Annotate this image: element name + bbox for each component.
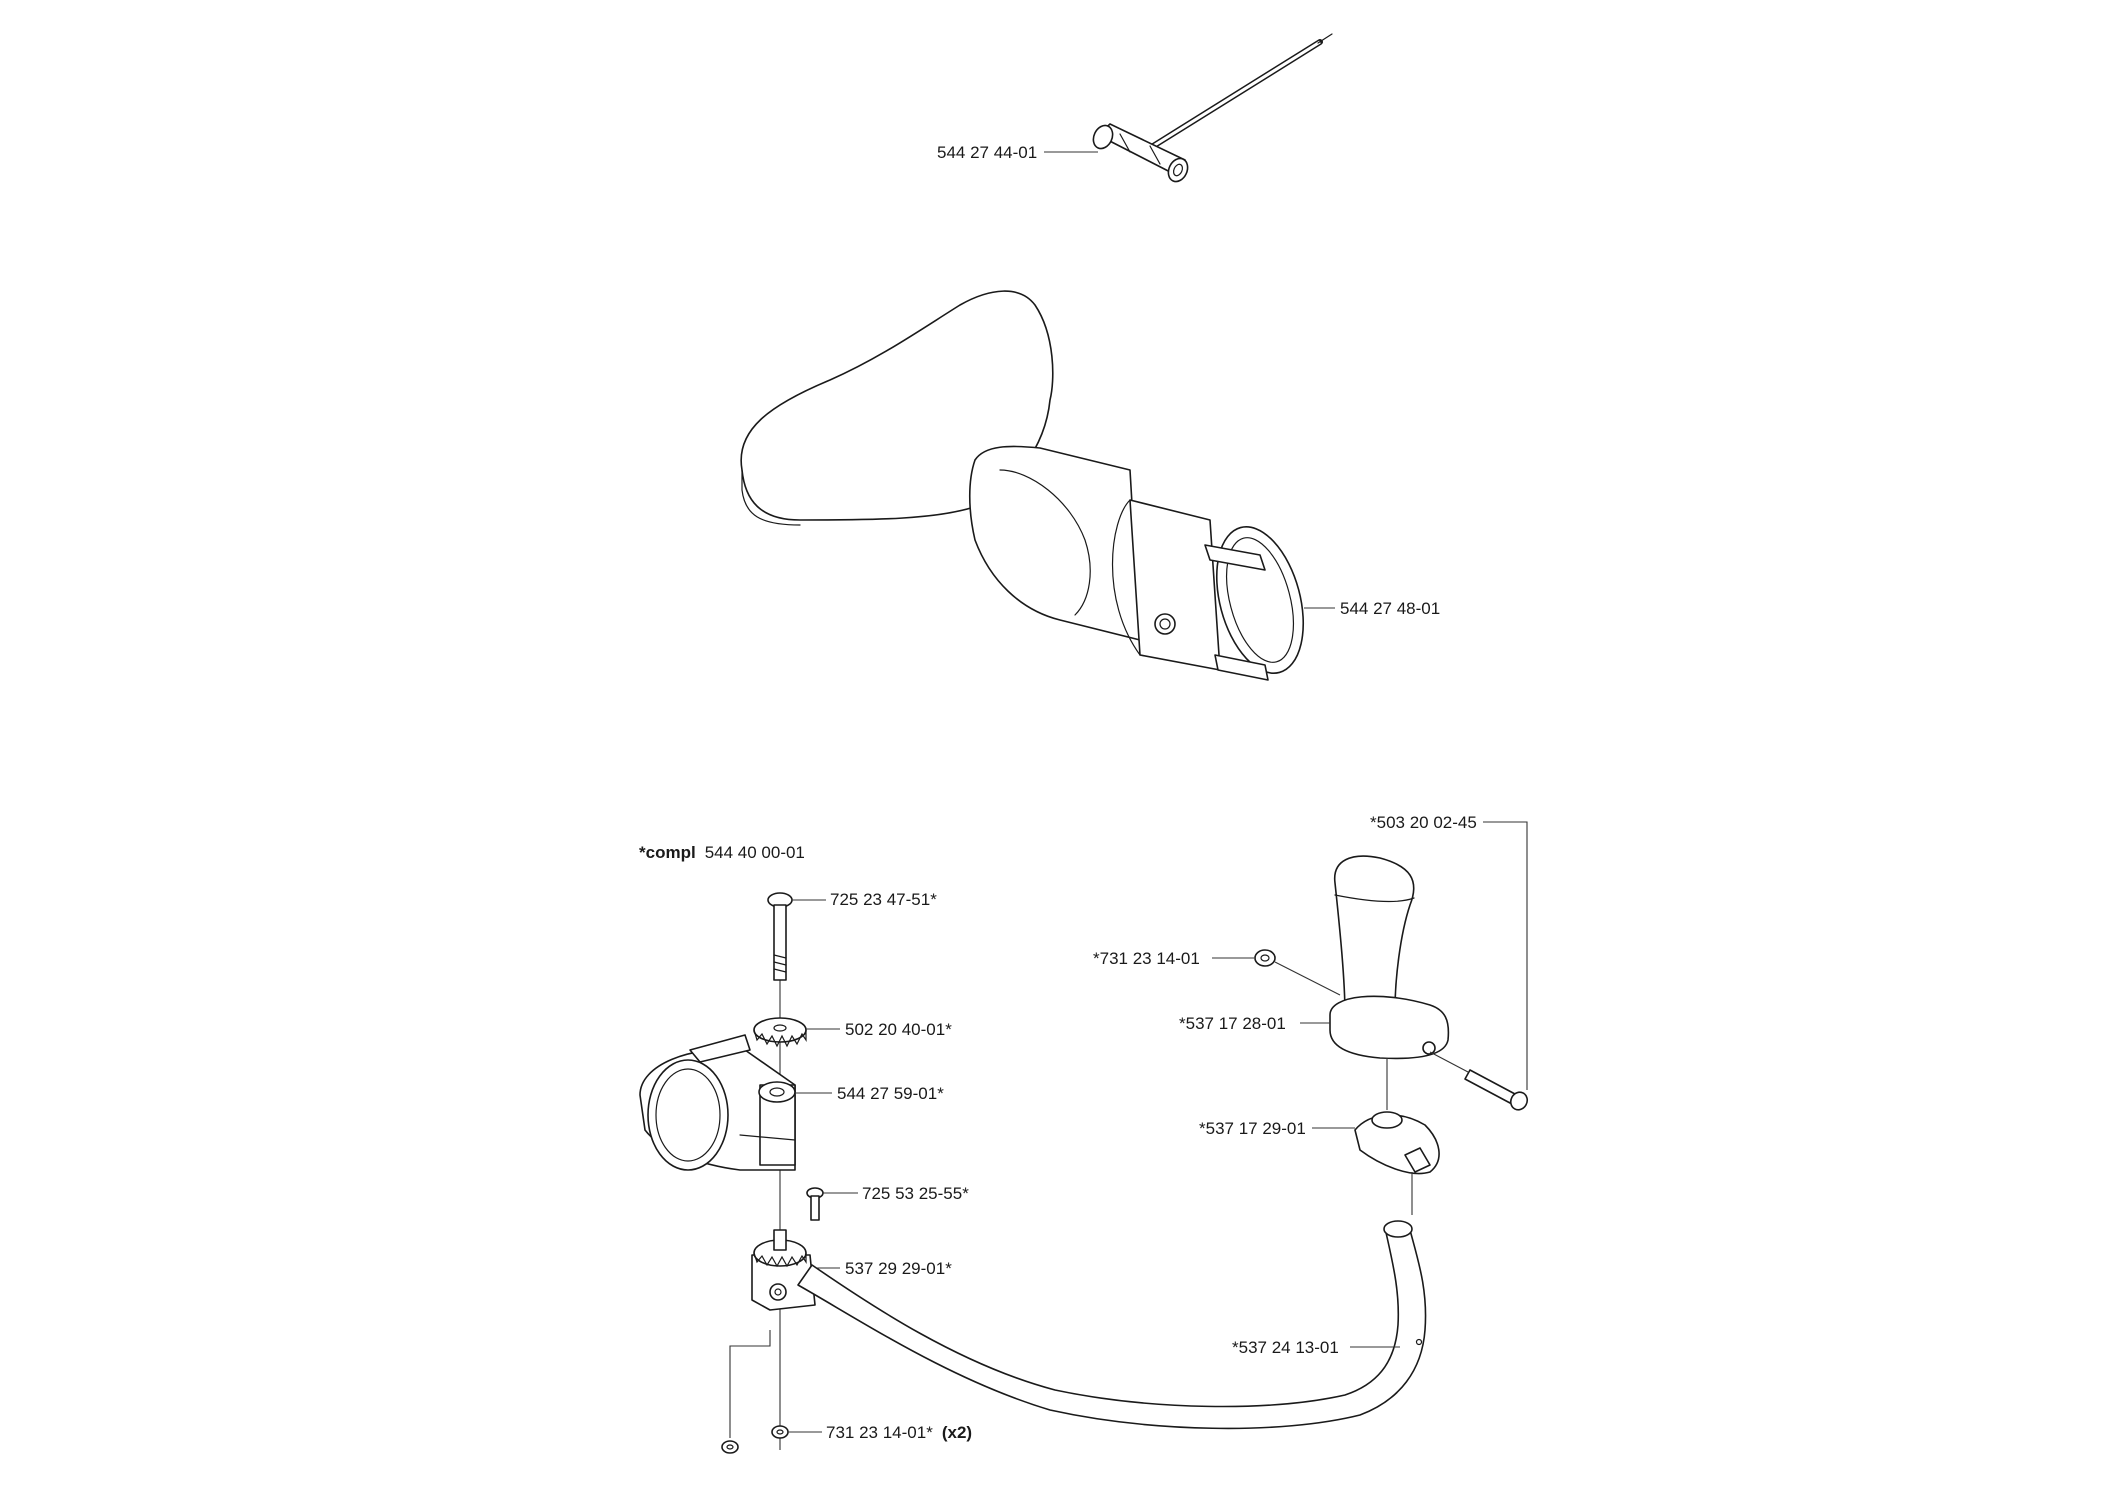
label-grip-clamp: *537 17 29-01	[1199, 1119, 1306, 1138]
label-handle-bar: *537 24 13-01	[1232, 1338, 1339, 1357]
nut-bottom-left-part	[721, 1440, 739, 1454]
deflector-part	[740, 290, 1305, 681]
grip-part	[1334, 855, 1415, 1016]
label-deflector: 544 27 48-01	[1340, 599, 1440, 618]
bracket-part	[751, 1229, 816, 1311]
label-small-screw: 725 53 25-55*	[862, 1184, 969, 1203]
label-bracket: 537 29 29-01*	[845, 1259, 952, 1278]
kit-prefix: *compl	[639, 843, 696, 862]
nut-bottom-label: 731 23 14-01* (x2)	[826, 1423, 972, 1442]
label-grip-nut: *731 23 14-01	[1093, 949, 1200, 968]
kit-label: *compl 544 40 00-01	[639, 843, 805, 862]
label-washer: 502 20 40-01*	[845, 1020, 952, 1039]
label-clamp: 544 27 59-01*	[837, 1084, 944, 1103]
grip-clamp-part	[1354, 1111, 1440, 1175]
label-nut-bottom: 731 23 14-01*	[826, 1423, 933, 1442]
screw-top-part	[767, 892, 793, 981]
kit-number: 544 40 00-01	[705, 843, 805, 862]
nut-bottom-right-part	[771, 1425, 789, 1439]
label-combi-wrench: 544 27 44-01	[937, 143, 1037, 162]
washer-part	[753, 1017, 807, 1048]
handle-bar-part	[797, 1220, 1427, 1430]
clamp-part	[639, 1034, 796, 1171]
label-grip-housing: *537 17 28-01	[1179, 1014, 1286, 1033]
combi-wrench-part	[1092, 33, 1333, 183]
label-screw-top: 725 23 47-51*	[830, 890, 937, 909]
grip-screw-part	[1464, 1069, 1529, 1111]
grip-nut-part	[1254, 949, 1276, 967]
grip-housing-part	[1329, 995, 1450, 1060]
label-grip-screw: *503 20 02-45	[1370, 813, 1477, 832]
label-nut-bottom-qty: (x2)	[942, 1423, 972, 1442]
small-screw-part	[806, 1187, 824, 1221]
